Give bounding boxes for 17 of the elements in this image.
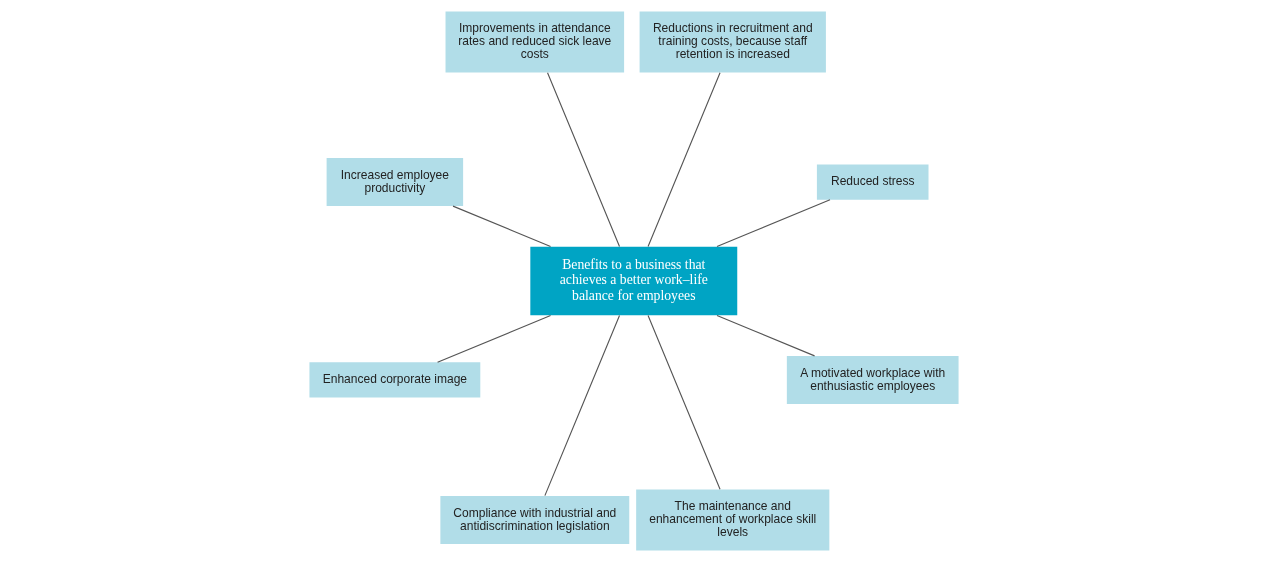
node-box: The maintenance and enhancement of workplace skill levels [635, 489, 829, 551]
connector [715, 199, 831, 248]
node-box: Reductions in recruitment and training costs, because staff retention is increased [639, 11, 826, 73]
node-box: Increased employee productivity [326, 158, 463, 207]
node-box: Reduced stress [816, 164, 928, 200]
connector [451, 205, 551, 248]
connector [543, 314, 620, 497]
node-box: Enhanced corporate image [308, 362, 480, 398]
node-box: Benefits to a business that achieves a better work–life balance for employees [529, 246, 737, 316]
node-box: A motivated workplace with enthusiastic employees [786, 355, 959, 404]
connector [546, 72, 620, 248]
node-box: Improvements in attendance rates and reduced sick leave costs [445, 11, 624, 73]
connector [436, 314, 551, 363]
connector [647, 72, 721, 248]
connector [647, 314, 721, 490]
connector [715, 314, 815, 357]
node-box: Compliance with industrial and antidiscrimination legislation [439, 495, 629, 544]
